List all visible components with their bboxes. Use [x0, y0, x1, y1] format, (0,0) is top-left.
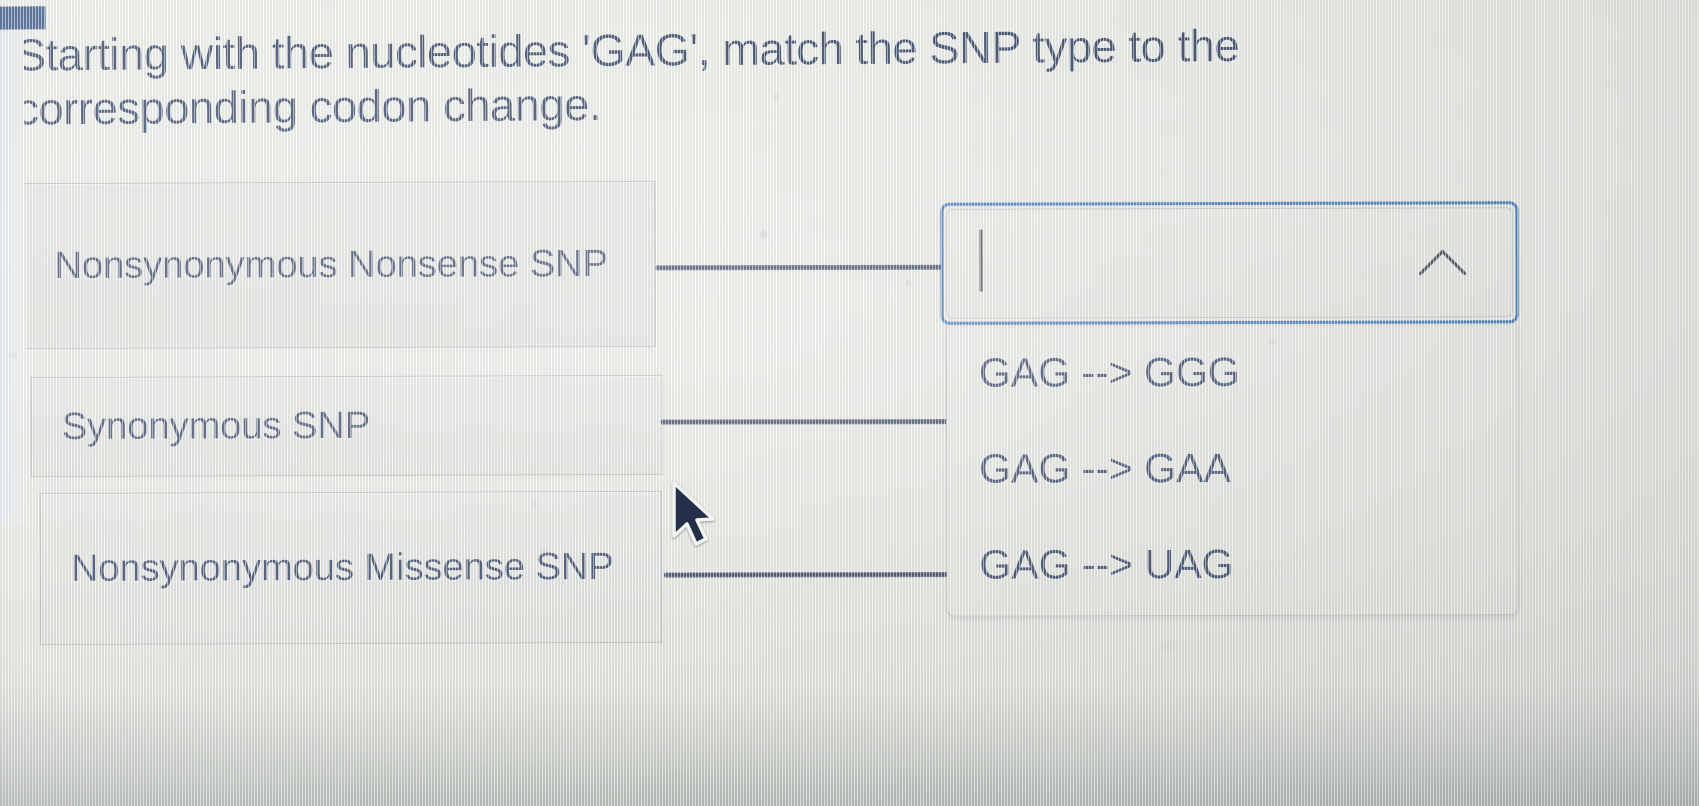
text-caret — [979, 229, 983, 292]
match-term-synonymous[interactable]: Synonymous SNP — [30, 374, 663, 478]
question-prompt: Starting with the nucleotides 'GAG', mat… — [15, 19, 1240, 135]
combobox-value — [995, 233, 1415, 290]
dropdown-listbox[interactable]: GAG --> GGG GAG --> GAA GAG --> UAG — [945, 323, 1519, 617]
page-left-edge — [0, 24, 28, 525]
mouse-cursor — [666, 478, 720, 552]
chevron-up-icon[interactable] — [1415, 242, 1469, 282]
dropdown-option-uag[interactable]: GAG --> UAG — [979, 540, 1234, 588]
match-term-nonsynonymous-missense[interactable]: Nonsynonymous Missense SNP — [39, 490, 663, 646]
connector-line-2 — [660, 419, 949, 425]
match-term-nonsynonymous-nonsense[interactable]: Nonsynonymous Nonsense SNP — [23, 180, 656, 350]
dropdown-option-ggg[interactable]: GAG --> GGG — [978, 348, 1240, 396]
connector-line-3 — [663, 572, 952, 578]
match-term-label: Synonymous SNP — [61, 404, 371, 448]
match-term-label: Nonsynonymous Missense SNP — [70, 546, 614, 590]
match-term-label: Nonsynonymous Nonsense SNP — [54, 243, 609, 287]
answer-combobox[interactable] — [940, 201, 1519, 325]
dropdown-option-gaa[interactable]: GAG --> GAA — [979, 445, 1231, 492]
window-corner-tab — [0, 6, 46, 30]
